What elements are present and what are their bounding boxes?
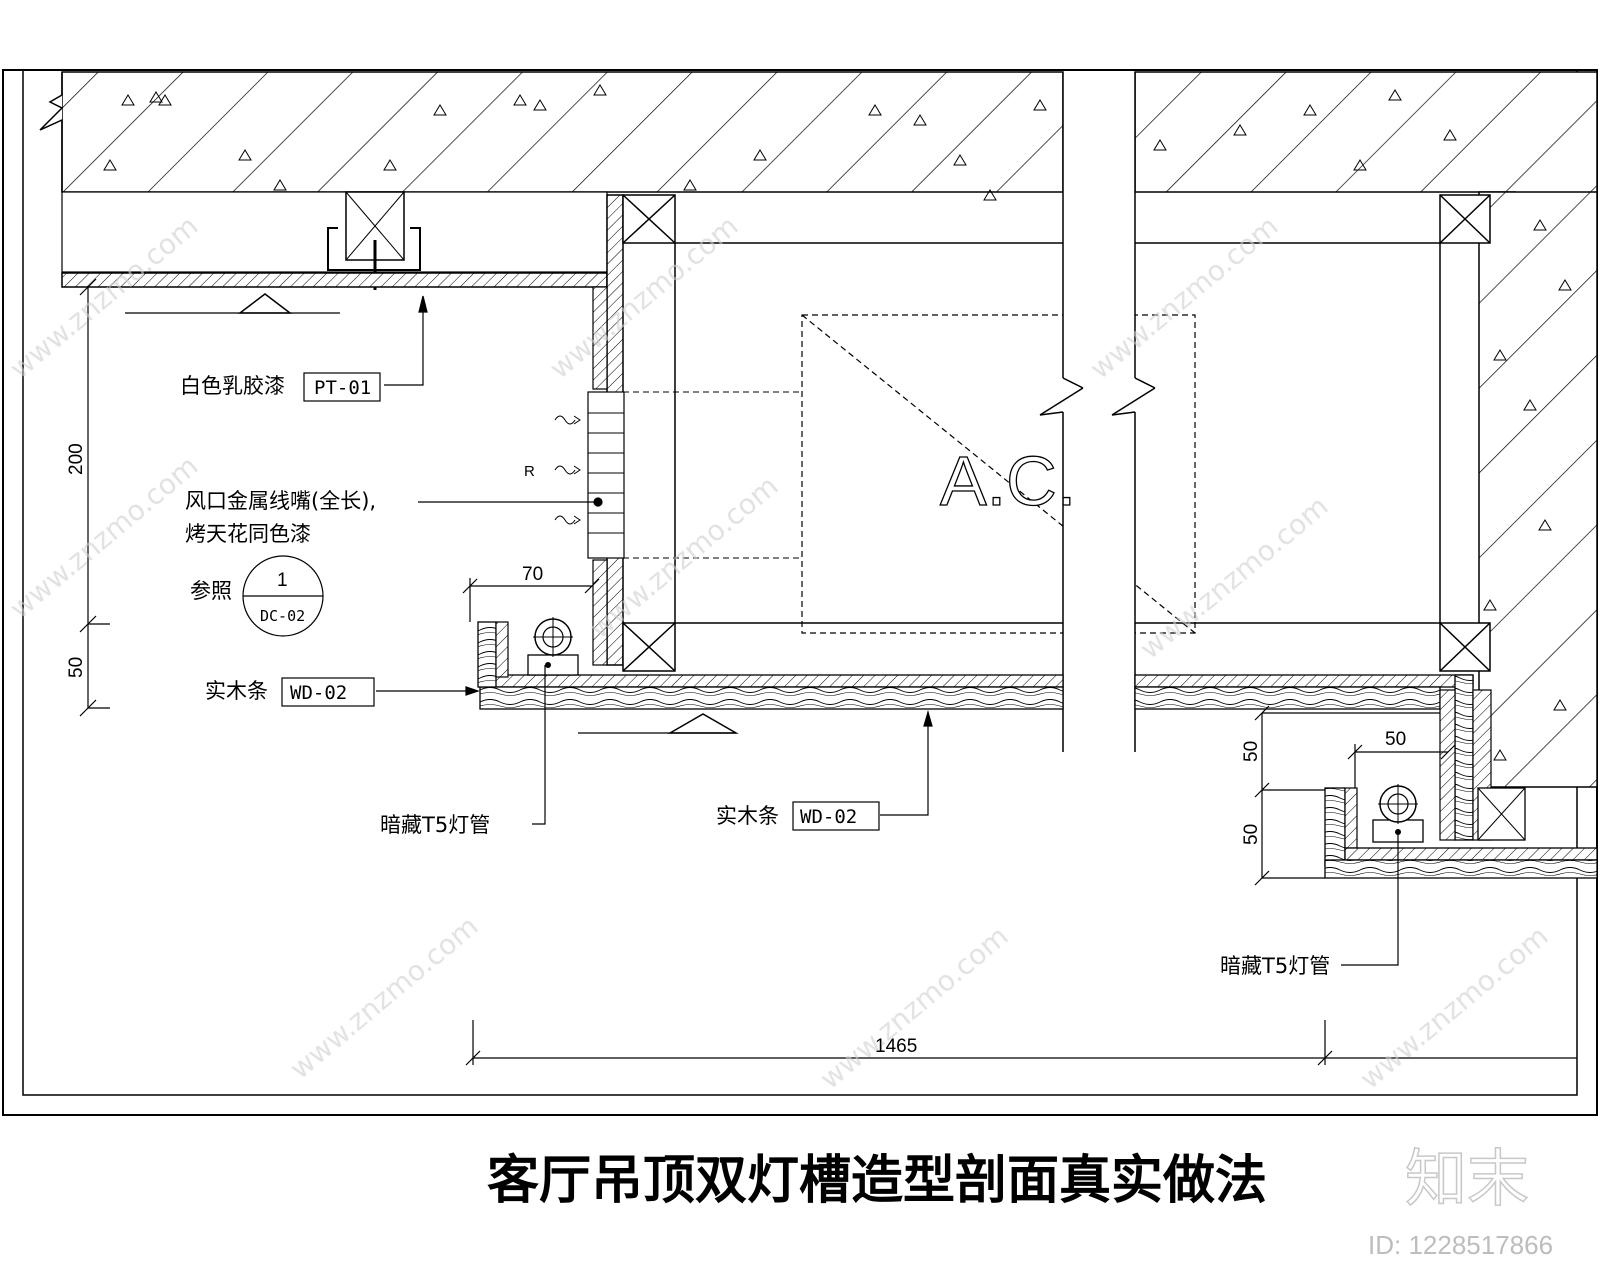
wood-strip-code-bottom: WD-02 xyxy=(800,806,857,828)
timber-frame xyxy=(622,194,1491,672)
return-air-grille xyxy=(554,391,625,559)
lamp-label-left: 暗藏T5灯管 xyxy=(380,813,490,837)
dim-50-right-bottom: 50 xyxy=(1241,824,1262,845)
lamp-trough-left xyxy=(477,617,579,688)
detail-sheet: DC-02 xyxy=(260,607,305,625)
svg-text:www.znzmo.com: www.znzmo.com xyxy=(1353,919,1554,1095)
lamp-label-right: 暗藏T5灯管 xyxy=(1220,954,1330,978)
svg-text:www.znzmo.com: www.znzmo.com xyxy=(813,919,1014,1095)
ceiling-void xyxy=(61,191,608,273)
dim-50-right-top: 50 xyxy=(1241,741,1262,762)
break-line-duct xyxy=(1039,72,1156,752)
annotations: 白色乳胶漆 PT-01 风口金属线嘴(全长), 烤天花同色漆 参照 1 DC-0… xyxy=(66,372,1406,1057)
dim-200: 200 xyxy=(66,443,87,475)
wood-strip-label-bottom: 实木条 xyxy=(716,804,779,828)
return-mark: R xyxy=(524,463,535,480)
vent-label-line1: 风口金属线嘴(全长), xyxy=(185,489,376,513)
svg-text:www.znzmo.com: www.znzmo.com xyxy=(283,909,484,1085)
detail-number: 1 xyxy=(277,570,288,591)
svg-text:www.znzmo.com: www.znzmo.com xyxy=(1133,489,1334,665)
dimension-lines xyxy=(79,278,1577,1066)
paint-label: 白色乳胶漆 xyxy=(180,374,285,398)
brand-logo: 知末 xyxy=(1405,1142,1529,1215)
wood-strip-code-left: WD-02 xyxy=(290,682,347,704)
dim-70: 70 xyxy=(522,564,543,585)
right-step xyxy=(1439,674,1526,841)
vent-label-line2: 烤天花同色漆 xyxy=(185,522,311,546)
lamp-trough-right xyxy=(1324,784,1598,879)
main-ceiling-board xyxy=(479,674,1474,734)
gypsum-board-left xyxy=(61,272,608,314)
dim-50-left: 50 xyxy=(66,657,87,678)
drawing-title: 客厅吊顶双灯槽造型剖面真实做法 xyxy=(487,1151,1267,1211)
refer-label: 参照 xyxy=(190,579,232,603)
paint-code: PT-01 xyxy=(314,377,371,399)
ac-label: A.C. xyxy=(940,442,1076,520)
dim-1465: 1465 xyxy=(875,1036,917,1057)
dim-50-horizontal: 50 xyxy=(1385,729,1406,750)
svg-text:www.znzmo.com: www.znzmo.com xyxy=(3,449,204,625)
wood-strip-label-left: 实木条 xyxy=(205,679,268,703)
image-id: ID: 1228517866 xyxy=(1368,1230,1553,1260)
leader-lines xyxy=(242,295,1399,966)
wall-break-left xyxy=(39,72,64,192)
